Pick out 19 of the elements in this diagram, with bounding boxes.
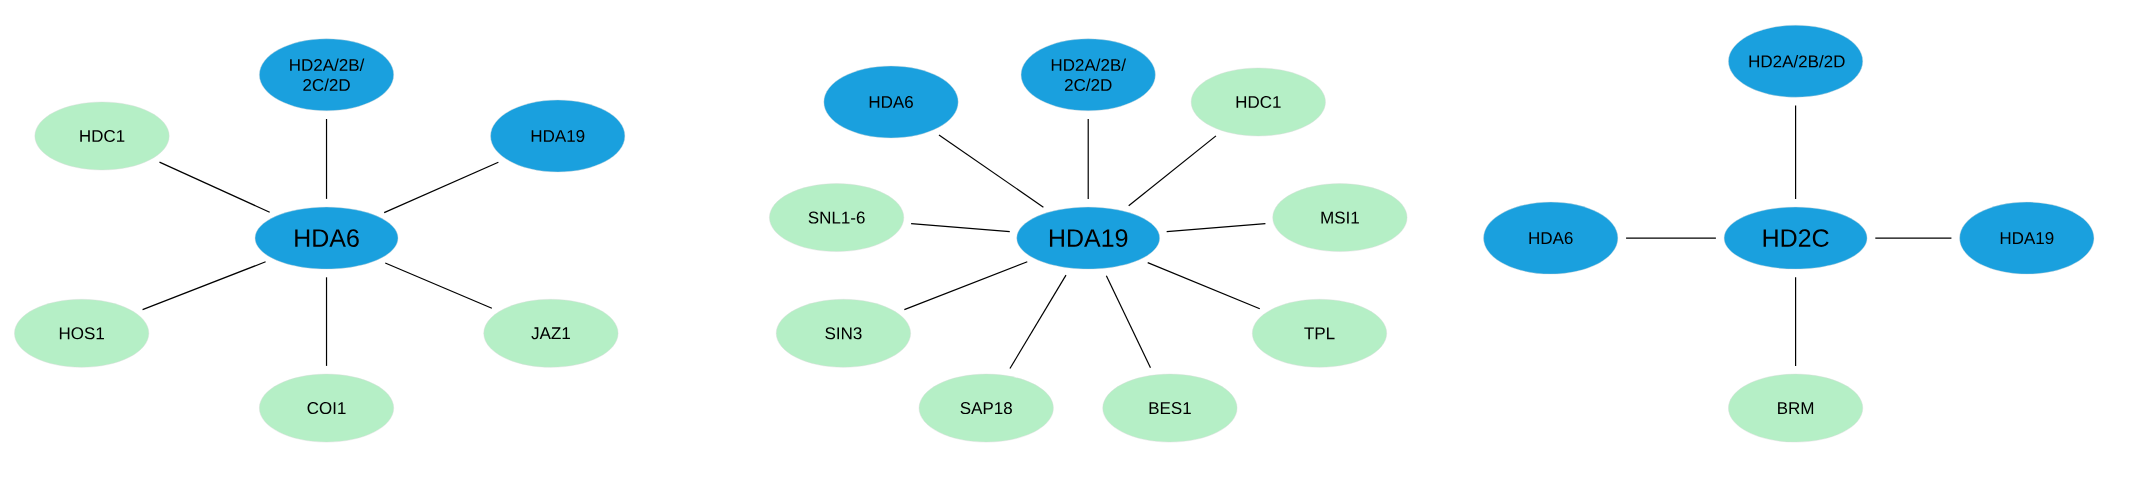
connector-line — [1009, 274, 1067, 370]
connector-line — [1874, 237, 1952, 239]
connector-line — [1147, 261, 1261, 310]
connector-line — [383, 161, 499, 214]
connector-line — [325, 118, 328, 200]
connector-line — [384, 262, 493, 309]
connector-line — [1105, 275, 1152, 369]
connector-line — [142, 261, 267, 311]
connector-line — [325, 276, 328, 367]
connector-line — [1625, 237, 1717, 239]
connector-line — [1128, 135, 1217, 207]
connector-line — [1795, 104, 1797, 200]
connector-line — [910, 223, 1011, 233]
connector-line — [1166, 223, 1266, 233]
connector-line — [1087, 118, 1089, 200]
connector-line — [158, 161, 271, 213]
connector-line — [938, 134, 1044, 208]
connector-line — [903, 261, 1028, 311]
connector-line — [1795, 276, 1797, 367]
